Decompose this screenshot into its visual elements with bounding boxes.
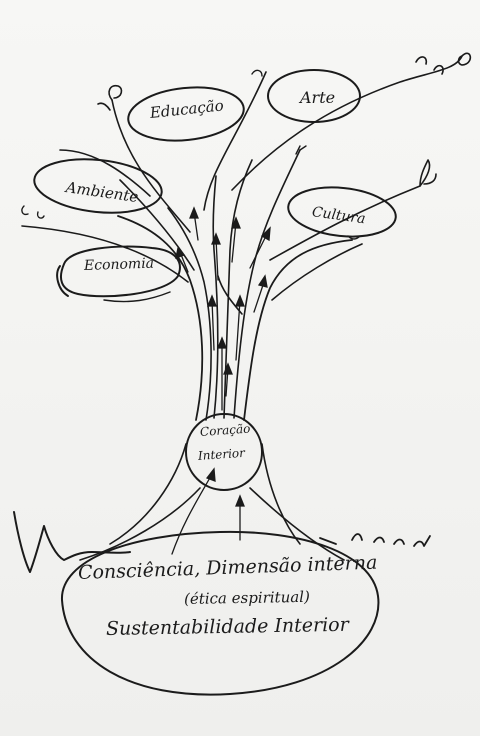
root-label-line2: (ética espiritual) — [183, 587, 311, 608]
tree-trunk — [117, 149, 353, 421]
ground-line — [13, 511, 431, 573]
economia-bubble — [60, 245, 181, 298]
upward-arrows — [171, 206, 271, 555]
root-ellipse — [60, 530, 380, 696]
economia-scroll — [56, 265, 69, 297]
branch-label-economia: Economia — [83, 255, 155, 274]
root-label-line3: Sustentabilidade Interior — [105, 613, 349, 640]
coracao-circle — [185, 413, 263, 491]
cultura-bubble — [287, 186, 397, 238]
leaf-curls — [21, 52, 472, 240]
educacao-bubble — [127, 86, 245, 142]
branch-label-arte: Arte — [300, 88, 336, 107]
tree-branches — [21, 55, 463, 315]
